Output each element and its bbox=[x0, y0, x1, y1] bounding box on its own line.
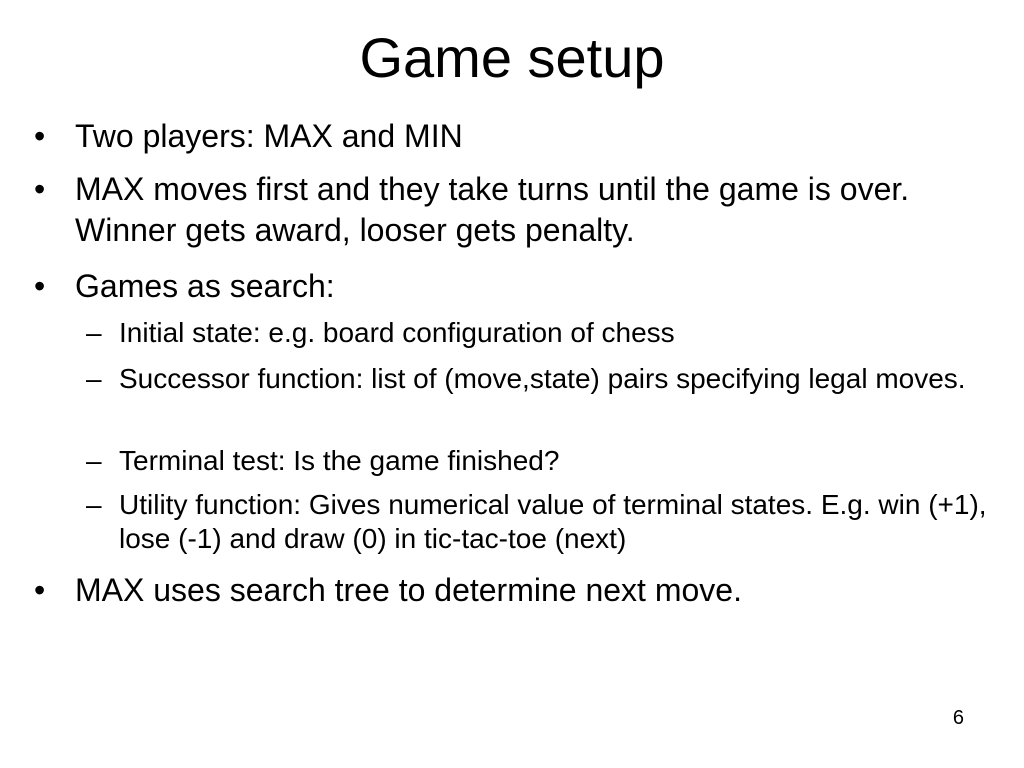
bullet-text: MAX moves first and they take turns unti… bbox=[75, 171, 910, 248]
sub-bullet-item: – Successor function: list of (move,stat… bbox=[86, 362, 999, 396]
dash-icon: – bbox=[86, 445, 102, 476]
bullet-text: Games as search: bbox=[75, 268, 335, 304]
page-number: 6 bbox=[952, 707, 964, 729]
sub-bullet-text: Terminal test: Is the game finished? bbox=[119, 445, 560, 476]
sub-bullet-text: Initial state: e.g. board configuration … bbox=[119, 317, 675, 348]
sub-bullet-item: – Terminal test: Is the game finished? bbox=[86, 444, 999, 478]
sub-bullet-item: – Utility function: Gives numerical valu… bbox=[86, 488, 999, 556]
dash-icon: – bbox=[86, 489, 102, 520]
sub-bullet-item: – Initial state: e.g. board configuratio… bbox=[86, 316, 999, 350]
dash-icon: – bbox=[86, 363, 102, 394]
bullet-item: • Games as search: bbox=[34, 266, 995, 307]
slide-title: Game setup bbox=[359, 26, 665, 89]
bullet-item: • MAX uses search tree to determine next… bbox=[34, 570, 995, 611]
bullet-item: • Two players: MAX and MIN bbox=[34, 116, 995, 157]
bullet-icon: • bbox=[34, 118, 46, 154]
sub-bullet-text: Successor function: list of (move,state)… bbox=[119, 363, 966, 394]
bullet-text: MAX uses search tree to determine next m… bbox=[75, 572, 742, 608]
bullet-icon: • bbox=[34, 171, 46, 207]
bullet-icon: • bbox=[34, 572, 46, 608]
bullet-item: • MAX moves first and they take turns un… bbox=[34, 169, 995, 251]
bullet-text: Two players: MAX and MIN bbox=[75, 118, 463, 154]
sub-bullet-text: Utility function: Gives numerical value … bbox=[119, 489, 987, 554]
dash-icon: – bbox=[86, 317, 102, 348]
bullet-icon: • bbox=[34, 268, 46, 304]
